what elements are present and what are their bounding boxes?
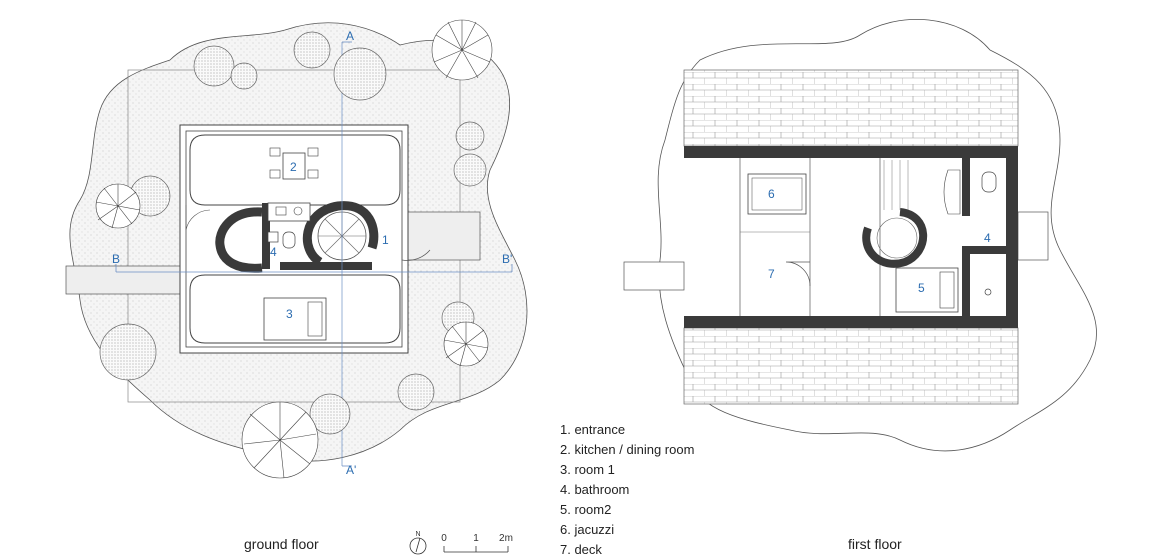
wall-bottom xyxy=(684,316,1018,328)
entrance-door xyxy=(401,230,431,261)
tree xyxy=(230,62,258,90)
tree xyxy=(431,19,493,81)
jacuzzi xyxy=(747,173,807,215)
left-walkway xyxy=(65,265,185,295)
roof-top xyxy=(683,69,1019,147)
tree xyxy=(455,121,485,151)
room-number-deck: 7 xyxy=(768,267,775,281)
section-mark-b-right: B' xyxy=(502,252,512,266)
room-number-bathroom: 4 xyxy=(270,245,277,259)
ground-floor-plan: 1 2 3 4 A A' B B' xyxy=(65,19,528,479)
shower-drain xyxy=(984,288,992,296)
room-blob-room1 xyxy=(189,274,401,344)
legend-item: 3. room 1 xyxy=(560,462,615,477)
room-number-bathroom-ff: 4 xyxy=(984,231,991,245)
toilet xyxy=(981,171,997,193)
tree xyxy=(453,153,487,187)
room-legend: 1. entrance 2. kitchen / dining room 3. … xyxy=(560,420,694,560)
partition-wall xyxy=(262,203,270,269)
bathroom-curved-wall xyxy=(215,207,263,273)
section-mark-b-left: B xyxy=(112,252,120,266)
wall-bathroom-left-lower xyxy=(962,252,970,316)
stair-curved-wall xyxy=(862,208,928,268)
room-number-room2: 5 xyxy=(918,281,925,295)
scale-tick-0: 0 xyxy=(441,533,447,544)
toilet xyxy=(282,231,296,249)
room-number-jacuzzi: 6 xyxy=(768,187,775,201)
north-arrow-icon xyxy=(409,537,427,555)
kitchen-counter xyxy=(267,202,311,222)
scale-tick-1: 1 xyxy=(473,533,479,544)
tree xyxy=(99,323,157,381)
legend-item: 6. jacuzzi xyxy=(560,522,615,537)
bathtub xyxy=(943,169,961,215)
deck-door xyxy=(785,261,811,287)
wall-bathroom-left xyxy=(962,158,970,216)
wall-bathroom-mid xyxy=(962,246,1006,254)
tree xyxy=(333,47,387,101)
room-blob-kitchen xyxy=(189,134,401,206)
dining-table xyxy=(282,152,306,180)
legend-item: 5. room2 xyxy=(560,502,612,517)
tree xyxy=(397,373,435,411)
tree xyxy=(309,393,351,435)
left-door xyxy=(185,205,211,231)
wall-right xyxy=(1006,146,1018,328)
sink xyxy=(267,231,279,243)
wall-top xyxy=(684,146,1018,158)
scale-tick-2: 2m xyxy=(499,533,513,544)
room-number-entrance: 1 xyxy=(382,233,389,247)
bed-room2 xyxy=(895,267,959,313)
tree xyxy=(193,45,235,87)
scale-bar: N 0 1 2m xyxy=(409,531,513,555)
ground-floor-caption: ground floor xyxy=(244,536,319,552)
tree xyxy=(293,31,331,69)
right-walkway xyxy=(401,211,481,261)
section-mark-a-top: A xyxy=(346,29,354,43)
spiral-stair xyxy=(876,217,918,259)
right-walkway xyxy=(1017,211,1049,261)
tree xyxy=(95,183,141,229)
legend-item: 4. bathroom xyxy=(560,482,630,497)
legend-item: 2. kitchen / dining room xyxy=(560,442,695,457)
legend-item: 7. deck xyxy=(560,542,602,557)
room-number-room1: 3 xyxy=(286,307,293,321)
legend-item: 1. entrance xyxy=(560,422,626,437)
tree xyxy=(443,321,489,367)
bed-room1 xyxy=(263,297,327,341)
section-mark-a-bottom: A' xyxy=(346,463,356,477)
roof-bottom xyxy=(683,327,1019,405)
tree xyxy=(241,401,319,479)
left-walkway xyxy=(623,261,685,291)
first-floor-plan: 4 5 6 7 xyxy=(623,19,1097,452)
stair-curved-wall xyxy=(302,201,379,266)
first-floor-caption: first floor xyxy=(848,536,902,552)
room-number-kitchen: 2 xyxy=(290,160,297,174)
floor-wall-bottom xyxy=(280,262,372,270)
north-label: N xyxy=(415,531,420,538)
